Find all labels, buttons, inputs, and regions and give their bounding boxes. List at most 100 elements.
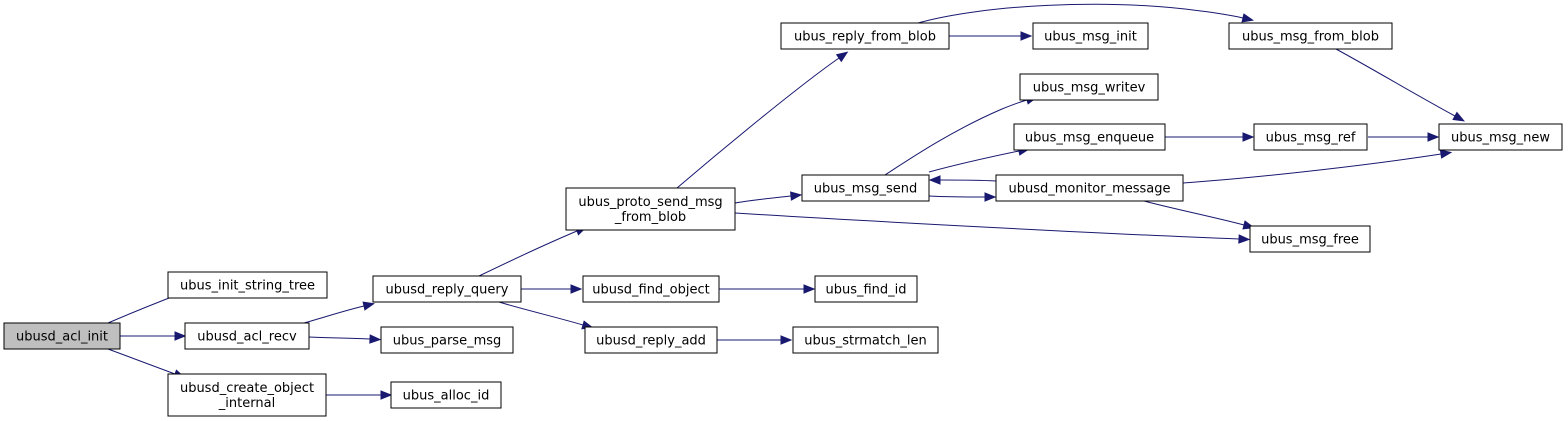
node-label: ubusd_create_object bbox=[180, 381, 314, 396]
edge-line bbox=[498, 301, 584, 326]
node-ubusd-find-object[interactable]: ubusd_find_object bbox=[582, 275, 720, 303]
node-box[interactable] bbox=[167, 271, 328, 299]
edge-line bbox=[478, 230, 578, 277]
node-ubusd-acl-recv[interactable]: ubusd_acl_recv bbox=[184, 322, 310, 350]
node-ubus-init-string-tree[interactable]: ubus_init_string_tree bbox=[167, 271, 328, 299]
edge-ubusd_monitor_message-to-ubus_msg_send bbox=[928, 175, 997, 185]
node-box[interactable] bbox=[1249, 225, 1371, 253]
node-box[interactable] bbox=[780, 22, 950, 50]
node-label: ubus_msg_send bbox=[814, 182, 917, 197]
node-box[interactable] bbox=[995, 174, 1184, 202]
node-box[interactable] bbox=[390, 381, 502, 409]
node-box[interactable] bbox=[814, 275, 918, 303]
node-label: _internal bbox=[218, 396, 275, 411]
edge-arrowhead bbox=[1452, 111, 1465, 122]
node-box[interactable] bbox=[801, 174, 930, 202]
node-label: ubusd_find_object bbox=[592, 283, 710, 298]
node-label: ubusd_reply_add bbox=[596, 334, 706, 349]
node-ubusd-acl-init[interactable]: ubusd_acl_init bbox=[3, 322, 121, 350]
edge-arrowhead bbox=[1427, 132, 1440, 142]
edge-ubusd_monitor_message-to-ubus_msg_free bbox=[1143, 200, 1255, 230]
edge-arrowhead bbox=[1238, 234, 1251, 244]
node-box[interactable] bbox=[1019, 73, 1159, 101]
node-ubus-find-id[interactable]: ubus_find_id bbox=[814, 275, 918, 303]
edge-ubusd_acl_init-to-ubusd_create_object_internal bbox=[107, 348, 186, 379]
node-ubus-msg-init[interactable]: ubus_msg_init bbox=[1032, 22, 1149, 50]
node-label: ubus_proto_send_msg bbox=[578, 195, 722, 210]
edge-ubusd_create_object_internal-to-ubus_alloc_id bbox=[325, 390, 393, 400]
node-box[interactable] bbox=[372, 275, 522, 303]
node-label: ubus_find_id bbox=[825, 283, 906, 298]
edge-ubus_msg_send-to-ubusd_monitor_message bbox=[928, 192, 997, 202]
edge-line bbox=[884, 99, 1028, 176]
edge-ubus_msg_from_blob-to-ubus_msg_new bbox=[1335, 48, 1465, 122]
edge-line bbox=[107, 348, 176, 375]
edge-ubusd_find_object-to-ubus_find_id bbox=[719, 284, 816, 294]
node-label: ubusd_acl_recv bbox=[197, 330, 297, 345]
node-box[interactable] bbox=[3, 322, 121, 350]
edge-line bbox=[1335, 48, 1456, 117]
node-ubus-msg-free[interactable]: ubus_msg_free bbox=[1249, 225, 1371, 253]
edge-arrowhead bbox=[369, 334, 382, 344]
nodes-layer: ubusd_acl_initubus_init_string_treeubusd… bbox=[3, 22, 1563, 417]
edge-arrowhead bbox=[1020, 31, 1033, 41]
node-box[interactable] bbox=[1013, 123, 1166, 151]
edge-ubusd_acl_recv-to-ubus_parse_msg bbox=[308, 334, 382, 344]
node-label: ubus_msg_from_blob bbox=[1242, 30, 1379, 45]
node-ubusd-reply-add[interactable]: ubusd_reply_add bbox=[584, 326, 718, 354]
node-ubus-reply-from-blob[interactable]: ubus_reply_from_blob bbox=[780, 22, 950, 50]
node-ubus-parse-msg[interactable]: ubus_parse_msg bbox=[380, 326, 514, 354]
node-box[interactable] bbox=[184, 322, 310, 350]
edge-arrowhead bbox=[790, 191, 803, 201]
edge-ubusd_monitor_message-to-ubus_msg_new bbox=[1182, 149, 1453, 184]
edge-line bbox=[1143, 200, 1245, 226]
node-ubus-msg-send[interactable]: ubus_msg_send bbox=[801, 174, 930, 202]
edge-arrowhead bbox=[928, 175, 941, 185]
node-ubusd-create-object-internal[interactable]: ubusd_create_object_internal bbox=[167, 373, 327, 417]
node-ubus-strmatch-len[interactable]: ubus_strmatch_len bbox=[792, 326, 939, 354]
node-label: ubus_msg_enqueue bbox=[1025, 131, 1154, 146]
node-label: ubus_init_string_tree bbox=[180, 279, 315, 294]
edge-line bbox=[928, 150, 1020, 173]
edge-arrowhead bbox=[380, 390, 393, 400]
node-ubus-msg-new[interactable]: ubus_msg_new bbox=[1438, 123, 1563, 151]
node-label: ubus_msg_new bbox=[1451, 131, 1550, 146]
node-ubusd-reply-query[interactable]: ubusd_reply_query bbox=[372, 275, 522, 303]
edge-line bbox=[303, 305, 365, 324]
edge-arrowhead bbox=[174, 331, 187, 341]
edge-ubusd_reply_query-to-ubusd_reply_add bbox=[498, 301, 594, 330]
node-box[interactable] bbox=[1032, 22, 1149, 50]
node-ubus-alloc-id[interactable]: ubus_alloc_id bbox=[390, 381, 502, 409]
node-box[interactable] bbox=[380, 326, 514, 354]
edge-line bbox=[734, 195, 792, 204]
edges-layer bbox=[107, 3, 1465, 400]
node-box[interactable] bbox=[565, 187, 736, 231]
edge-ubus_proto_send_msg_from_blob-to-ubus_msg_free bbox=[734, 212, 1251, 244]
node-ubus-proto-send-msg-from-blob[interactable]: ubus_proto_send_msg_from_blob bbox=[565, 187, 736, 231]
node-box[interactable] bbox=[167, 373, 327, 417]
node-label: ubus_parse_msg bbox=[393, 334, 502, 349]
node-ubus-msg-from-blob[interactable]: ubus_msg_from_blob bbox=[1228, 22, 1393, 50]
node-ubus-msg-ref[interactable]: ubus_msg_ref bbox=[1253, 123, 1368, 151]
edge-arrowhead bbox=[1241, 13, 1255, 23]
node-ubus-msg-enqueue[interactable]: ubus_msg_enqueue bbox=[1013, 123, 1166, 151]
edge-line bbox=[1182, 153, 1442, 184]
node-box[interactable] bbox=[1228, 22, 1393, 50]
node-label: ubus_reply_from_blob bbox=[794, 30, 936, 45]
edge-line bbox=[676, 57, 840, 189]
node-label: ubus_alloc_id bbox=[403, 389, 490, 404]
node-ubusd-monitor-message[interactable]: ubusd_monitor_message bbox=[995, 174, 1184, 202]
node-box[interactable] bbox=[792, 326, 939, 354]
node-box[interactable] bbox=[1438, 123, 1563, 151]
node-box[interactable] bbox=[1253, 123, 1368, 151]
node-label: ubusd_reply_query bbox=[386, 283, 509, 298]
edge-line bbox=[939, 179, 997, 182]
edge-arrowhead bbox=[835, 51, 849, 63]
node-ubus-msg-writev[interactable]: ubus_msg_writev bbox=[1019, 73, 1159, 101]
edge-ubus_msg_ref-to-ubus_msg_new bbox=[1367, 132, 1440, 142]
edge-arrowhead bbox=[803, 284, 816, 294]
edge-arrowhead bbox=[1242, 132, 1255, 142]
node-box[interactable] bbox=[582, 275, 720, 303]
edge-ubusd_reply_add-to-ubus_strmatch_len bbox=[717, 335, 793, 345]
node-box[interactable] bbox=[584, 326, 718, 354]
